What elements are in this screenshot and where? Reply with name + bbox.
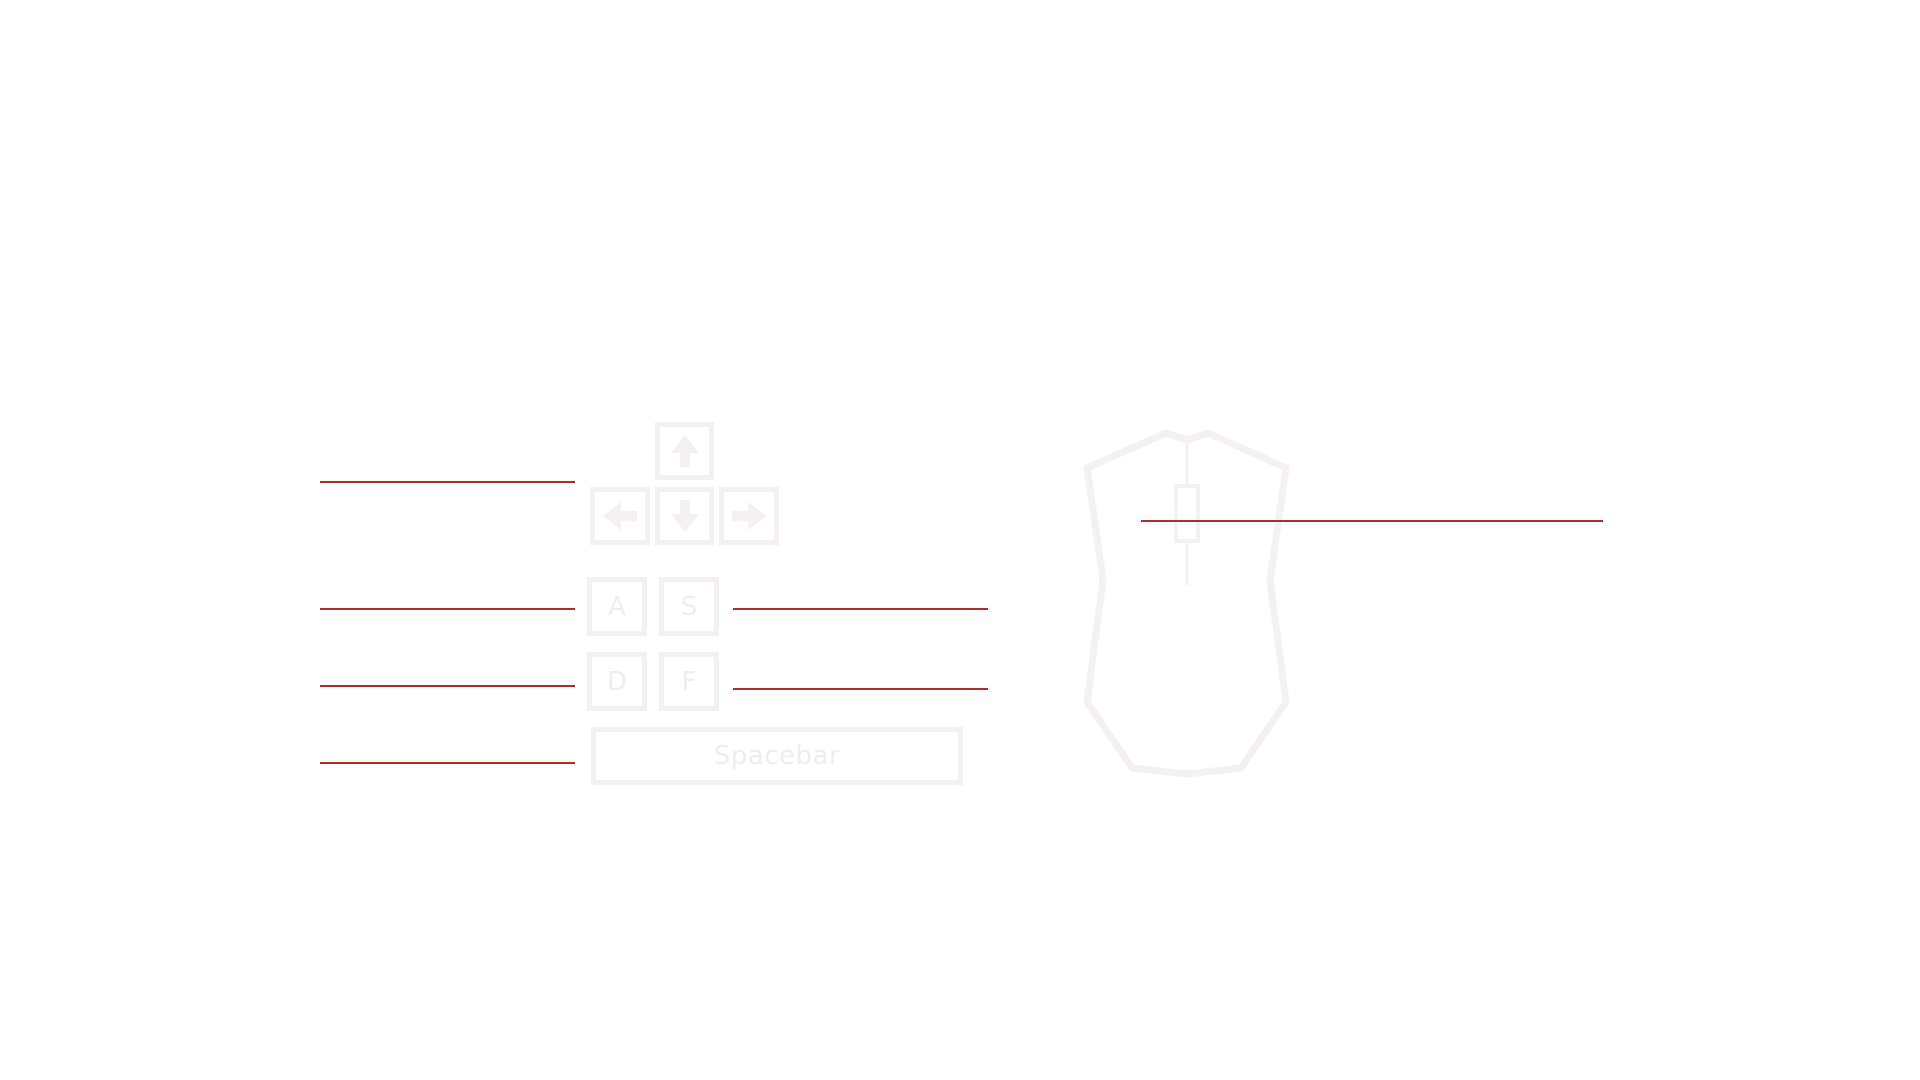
arrow-up-icon [668,433,702,469]
key-s-label: S [680,591,698,622]
mouse-icon [1080,428,1300,792]
callout-line-mouse [1141,520,1603,522]
callout-line-s [733,608,988,610]
key-s: S [659,577,719,636]
key-d: D [587,652,647,711]
arrow-down-icon [668,498,702,534]
key-up [655,422,714,480]
key-down [655,487,714,545]
key-f: F [659,652,719,711]
callout-line-f [733,688,988,690]
key-right [719,487,779,545]
key-spacebar-label: Spacebar [713,741,841,771]
key-left [590,487,650,545]
key-a-label: A [608,591,626,622]
key-spacebar: Spacebar [591,727,963,785]
callout-line-d [320,685,575,687]
key-f-label: F [681,666,697,697]
callout-line-spacebar [320,762,575,764]
key-d-label: D [606,666,628,697]
callout-line-a [320,608,575,610]
arrow-right-icon [730,499,768,533]
callout-line-arrows [320,481,575,483]
key-a: A [587,577,647,636]
arrow-left-icon [601,499,639,533]
